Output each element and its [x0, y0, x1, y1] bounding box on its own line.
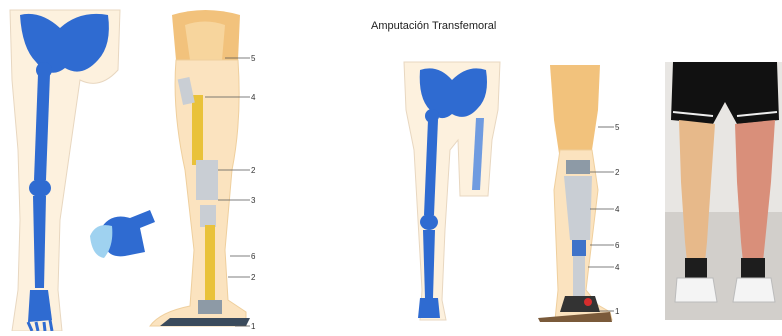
- ankle-adapter: [198, 300, 222, 314]
- mid-pylon-clamp: [572, 240, 586, 256]
- mid-prosthesis-socket: [550, 65, 600, 160]
- patient-photo: [665, 62, 782, 320]
- mid-label-4b: 4: [615, 263, 620, 272]
- middle-illustration: 5 2 4 6 4 1: [360, 0, 650, 331]
- left-label-1: 1: [251, 322, 256, 331]
- left-label-4: 4: [251, 93, 256, 102]
- mid-knee-bone: [420, 214, 438, 230]
- left-illustration-panel: 5 4 2 3 6 2 1: [0, 0, 300, 331]
- upper-pylon: [192, 95, 203, 165]
- right-shoe: [733, 278, 775, 302]
- knee-lower-adapter: [200, 205, 216, 227]
- mid-ankle-red-part: [584, 298, 592, 306]
- left-shoe: [675, 278, 717, 302]
- mid-label-2: 2: [615, 168, 620, 177]
- left-labels: 5 4 2 3 6 2 1: [251, 54, 256, 331]
- mid-foot-bones: [418, 298, 440, 318]
- foot-bones: [28, 290, 52, 322]
- left-illustration: 5 4 2 3 6 2 1: [0, 0, 300, 331]
- left-label-2a: 2: [251, 166, 256, 175]
- left-sock: [685, 258, 707, 280]
- left-label-3: 3: [251, 196, 256, 205]
- mid-knee-adapter: [566, 160, 590, 174]
- prosthetic-foot: [160, 318, 250, 326]
- right-sock: [741, 258, 765, 280]
- mid-ankle-unit: [560, 296, 600, 312]
- mid-labels: 5 2 4 6 4 1: [615, 123, 620, 316]
- socket-highlight: [185, 22, 225, 61]
- tibia-bone: [33, 196, 46, 288]
- mid-label-4a: 4: [615, 205, 620, 214]
- knee-bone: [29, 179, 51, 197]
- knee-joint-icon: [90, 210, 155, 258]
- middle-illustration-panel: 5 2 4 6 4 1: [360, 0, 650, 331]
- mid-label-5: 5: [615, 123, 620, 132]
- lower-pylon: [205, 225, 215, 303]
- mid-label-1: 1: [615, 307, 620, 316]
- mid-pylon: [573, 256, 585, 296]
- patient-photo-drawing: [665, 62, 782, 320]
- left-label-5: 5: [251, 54, 256, 63]
- left-label-2b: 2: [251, 273, 256, 282]
- mid-label-6: 6: [615, 241, 620, 250]
- left-label-6: 6: [251, 252, 256, 261]
- knee-unit: [196, 160, 218, 200]
- mid-tibia-bone: [423, 230, 435, 298]
